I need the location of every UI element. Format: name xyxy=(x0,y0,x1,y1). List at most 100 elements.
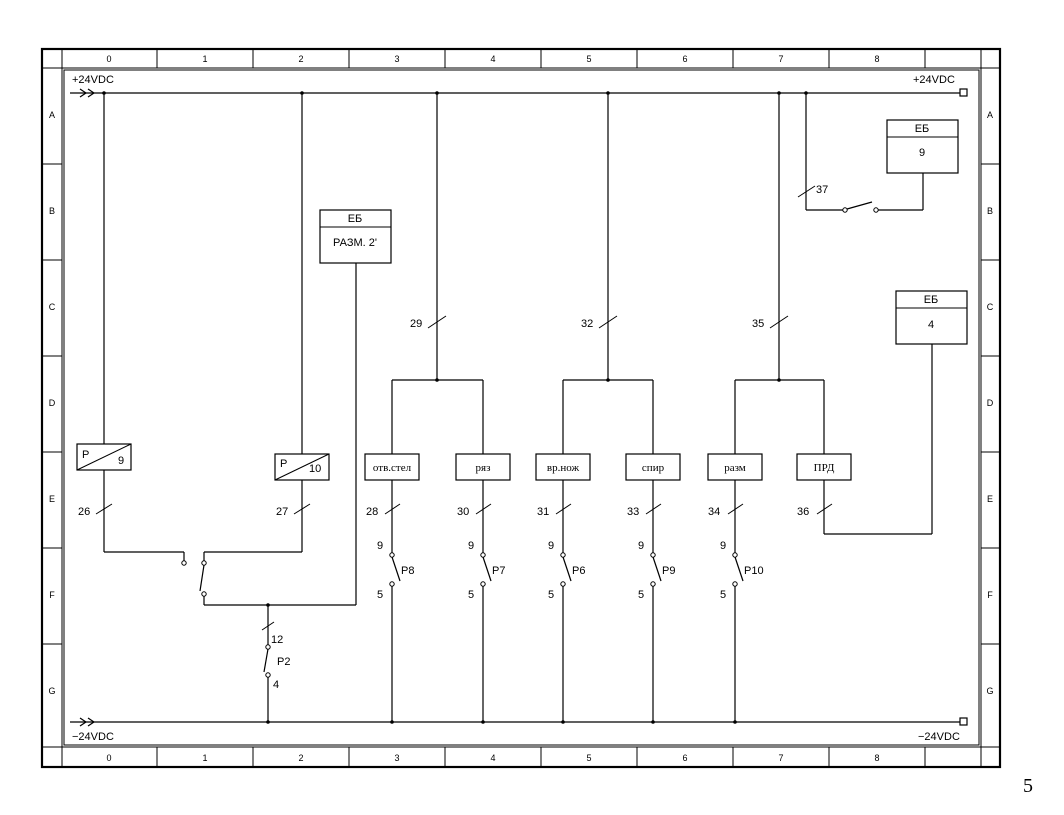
eb-razm-block: ЕБ РАЗМ. 2' xyxy=(319,209,392,605)
page-number: 5 xyxy=(1023,775,1033,797)
branch-32: 32 xyxy=(562,93,654,454)
drawing-frame xyxy=(40,47,1002,769)
eb-4-block: ЕБ 4 xyxy=(895,290,968,534)
row-labels: A B C D E F G A B C D E F G xyxy=(48,110,993,696)
contact-p8: 9 P8 5 xyxy=(377,540,414,722)
col-label-4-bottom: 4 xyxy=(490,753,495,763)
contact-p2: 12 P2 4 xyxy=(261,605,290,722)
col-label-8-top: 8 xyxy=(874,54,879,64)
eb-4-value: 4 xyxy=(928,319,934,331)
branch-35: 35 xyxy=(734,93,825,454)
relay-p9-branch: 26 xyxy=(78,93,185,561)
contact-p9-pin9: 9 xyxy=(638,540,644,552)
contact-p10-pin9: 9 xyxy=(720,540,726,552)
contact-p6-pin9: 9 xyxy=(548,540,554,552)
row-label-e-left: E xyxy=(49,494,55,504)
contact-p6-label: P6 xyxy=(572,565,585,577)
load-otv-stel-label: отв.стел xyxy=(373,462,412,474)
col-label-2-bottom: 2 xyxy=(298,753,303,763)
contact-p7: 9 P7 5 xyxy=(468,540,505,722)
contact-p9: 9 P9 5 xyxy=(638,540,675,722)
row-label-d-right: D xyxy=(987,398,994,408)
rail-minus-right-label: −24VDC xyxy=(918,731,960,743)
col-label-4-top: 4 xyxy=(490,54,495,64)
eb-razm-value: РАЗМ. 2' xyxy=(333,237,377,249)
col-label-8-bottom: 8 xyxy=(874,753,879,763)
contact-p6-pin5: 5 xyxy=(548,589,554,601)
load-ryaz: ряз 30 xyxy=(455,453,511,553)
col-label-5-bottom: 5 xyxy=(586,753,591,763)
load-spir: спир 33 xyxy=(625,453,681,553)
eb-9-title: ЕБ xyxy=(915,123,930,135)
relay-p9-number: 9 xyxy=(118,455,124,467)
contact-p9-label: P9 xyxy=(662,565,675,577)
wire-31-label: 31 xyxy=(537,506,549,518)
wire-29-label: 29 xyxy=(410,318,422,330)
contact-p9-pin5: 5 xyxy=(638,589,644,601)
col-label-0-top: 0 xyxy=(106,54,111,64)
col-label-6-top: 6 xyxy=(682,54,687,64)
col-label-3-bottom: 3 xyxy=(394,753,399,763)
load-prd-label: ПРД xyxy=(814,462,835,474)
load-vr-nozh-label: вр.нож xyxy=(547,462,580,474)
row-label-b-right: B xyxy=(987,206,993,216)
col-label-7-top: 7 xyxy=(778,54,783,64)
row-label-a-left: A xyxy=(49,110,55,120)
col-label-7-bottom: 7 xyxy=(778,753,783,763)
relay-p10-coil: P 10 xyxy=(274,453,330,481)
contact-p7-pin9: 9 xyxy=(468,540,474,552)
wire-35-label: 35 xyxy=(752,318,764,330)
contact-p8-label: P8 xyxy=(401,565,414,577)
col-label-1-top: 1 xyxy=(202,54,207,64)
contact-p10: 9 P10 5 xyxy=(720,540,764,722)
relay-p9-coil: P 9 xyxy=(76,443,132,471)
row-label-g-right: G xyxy=(986,686,993,696)
negative-rail: −24VDC −24VDC xyxy=(70,717,968,743)
eb-razm-title: ЕБ xyxy=(348,213,363,225)
positive-rail: +24VDC +24VDC xyxy=(70,74,968,98)
load-otv-stel: отв.стел 28 xyxy=(364,453,420,553)
relay-p10-letter: P xyxy=(280,458,287,470)
column-labels: 0 1 2 3 4 5 6 7 8 0 1 2 3 4 5 6 7 8 xyxy=(106,54,879,763)
contact-p8-pin9: 9 xyxy=(377,540,383,552)
row-label-c-right: C xyxy=(987,302,994,312)
rail-minus-left-label: −24VDC xyxy=(72,731,114,743)
relay-p10-branch: 27 xyxy=(203,93,311,561)
load-razm: разм 34 xyxy=(707,453,763,553)
contact-p2-label: P2 xyxy=(277,656,290,668)
wire-34-label: 34 xyxy=(708,506,720,518)
load-prd: ПРД 36 xyxy=(796,453,932,535)
wire-36-label: 36 xyxy=(797,506,809,518)
load-razm-label: разм xyxy=(724,462,746,474)
rail-plus-left-label: +24VDC xyxy=(72,74,114,86)
col-label-1-bottom: 1 xyxy=(202,753,207,763)
row-label-f-left: F xyxy=(49,590,55,600)
row-label-e-right: E xyxy=(987,494,993,504)
contact-p7-pin5: 5 xyxy=(468,589,474,601)
contact-p10-label: P10 xyxy=(744,565,764,577)
row-label-b-left: B xyxy=(49,206,55,216)
wire-27-label: 27 xyxy=(276,506,288,518)
junction-dots xyxy=(102,91,808,724)
wire-28-label: 28 xyxy=(366,506,378,518)
contact-p10-pin5: 5 xyxy=(720,589,726,601)
row-label-d-left: D xyxy=(49,398,56,408)
eb-4-title: ЕБ xyxy=(924,294,939,306)
load-vr-nozh: вр.нож 31 xyxy=(535,453,591,553)
load-ryaz-label: ряз xyxy=(476,462,491,474)
contact-p2-top-pin: 12 xyxy=(271,634,283,646)
contact-p6: 9 P6 5 xyxy=(548,540,585,722)
branch-29: 29 xyxy=(391,93,484,454)
eb-9-value: 9 xyxy=(919,147,925,159)
changeover-contact xyxy=(181,560,356,606)
wire-32-label: 32 xyxy=(581,318,593,330)
contact-p2-bottom-pin: 4 xyxy=(273,679,279,691)
contact-p7-label: P7 xyxy=(492,565,505,577)
col-label-5-top: 5 xyxy=(586,54,591,64)
col-label-0-bottom: 0 xyxy=(106,753,111,763)
relay-p10-number: 10 xyxy=(309,463,321,475)
row-label-a-right: A xyxy=(987,110,993,120)
col-label-3-top: 3 xyxy=(394,54,399,64)
wire-33-label: 33 xyxy=(627,506,639,518)
